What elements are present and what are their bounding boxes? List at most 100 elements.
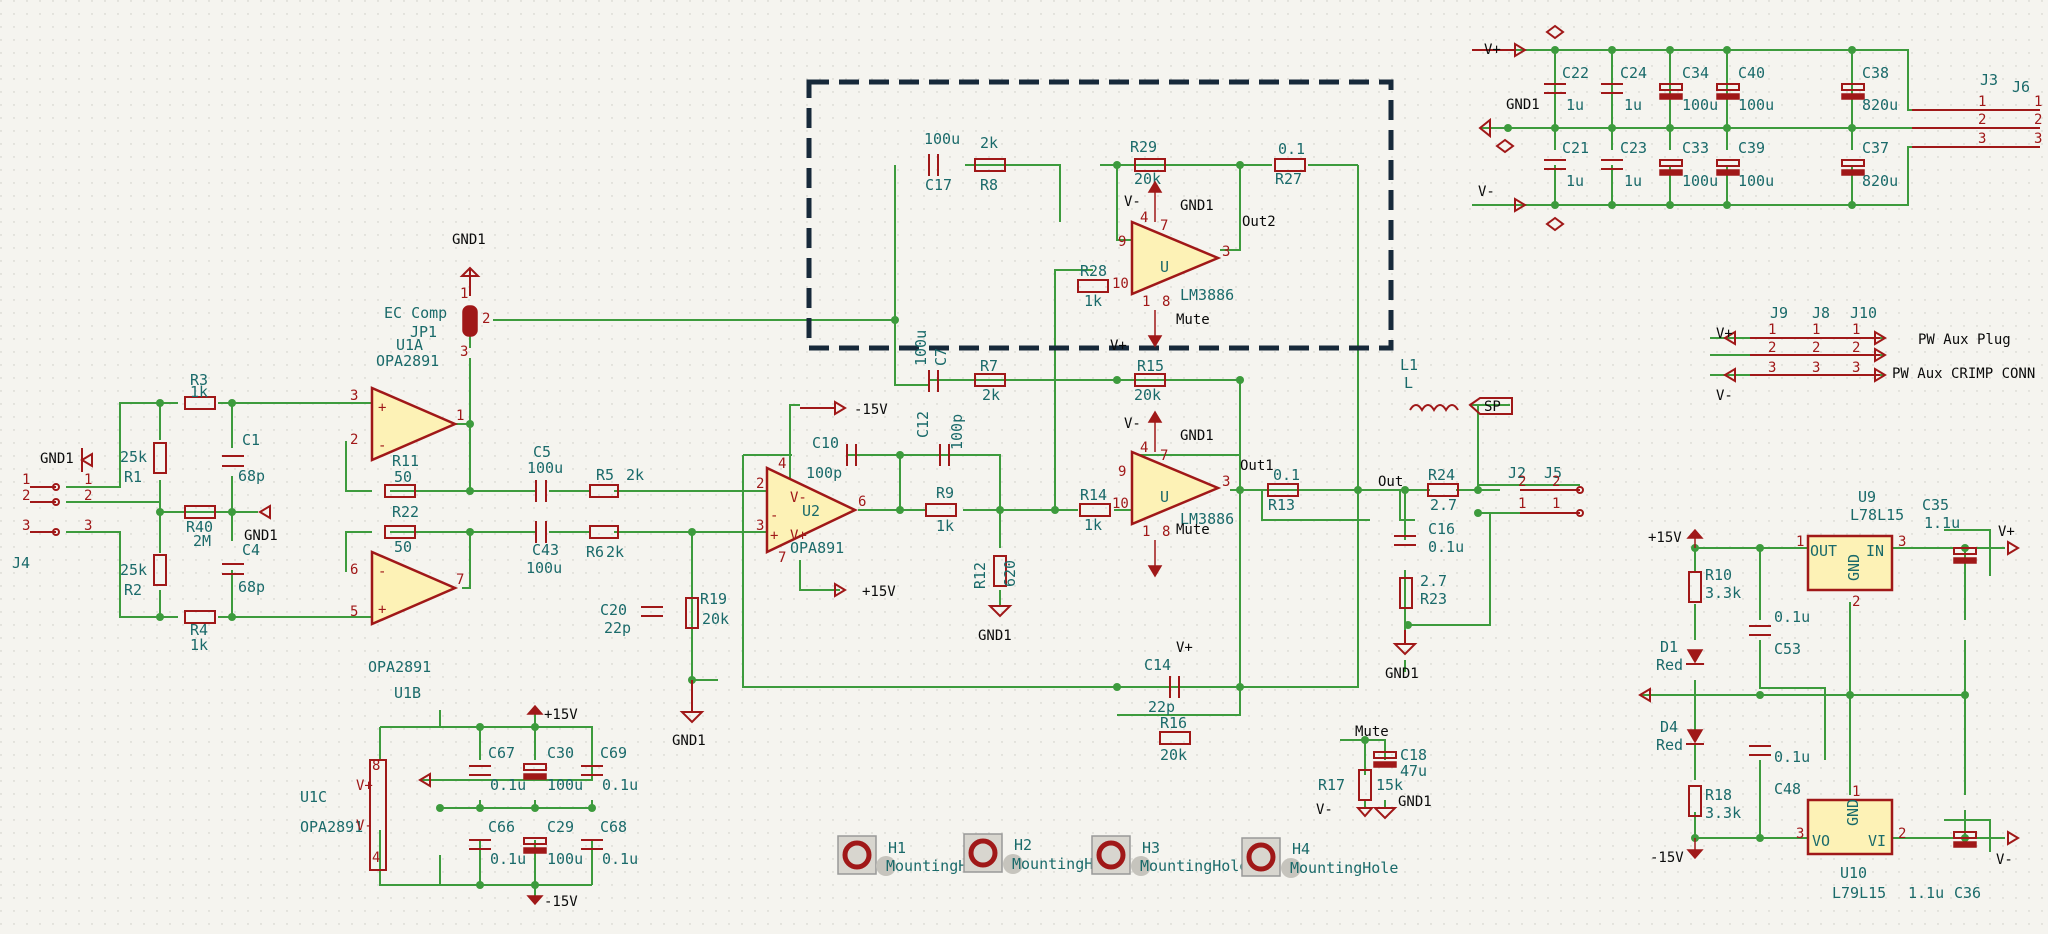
capacitors[interactable] bbox=[222, 83, 1771, 850]
resistor-r12[interactable]: R12 620 bbox=[971, 555, 1019, 589]
capacitor-c12[interactable] bbox=[939, 444, 950, 466]
capacitor-c30[interactable] bbox=[523, 763, 547, 780]
capacitor-c17[interactable] bbox=[928, 154, 939, 176]
ground-icon bbox=[418, 772, 431, 788]
capacitor-c40[interactable] bbox=[1716, 83, 1740, 100]
capacitor-c37[interactable] bbox=[1841, 159, 1865, 176]
inductor-l1[interactable]: L1L SP bbox=[1400, 356, 1513, 415]
svg-text:C37: C37 bbox=[1862, 139, 1889, 157]
capacitor-c23[interactable] bbox=[1601, 159, 1623, 170]
svg-text:820u: 820u bbox=[1862, 96, 1898, 114]
svg-text:1k: 1k bbox=[190, 636, 208, 654]
capacitor-c36[interactable] bbox=[1953, 831, 1977, 848]
capacitor-c5[interactable] bbox=[535, 480, 547, 502]
svg-text:V-: V- bbox=[1124, 416, 1141, 432]
capacitor-c67[interactable] bbox=[469, 765, 491, 776]
svg-text:+15V: +15V bbox=[1648, 530, 1682, 546]
svg-text:R22: R22 bbox=[392, 503, 419, 521]
capacitor-c22[interactable] bbox=[1544, 83, 1566, 94]
capacitor-c4[interactable] bbox=[222, 563, 244, 575]
svg-text:C5: C5 bbox=[533, 443, 551, 461]
capacitor-c7[interactable] bbox=[928, 370, 939, 392]
capacitor-c68[interactable] bbox=[581, 839, 603, 850]
capacitor-c48[interactable] bbox=[1749, 745, 1771, 756]
capacitor-c1[interactable] bbox=[222, 455, 244, 467]
connector-j4[interactable]: 12 3 12 3 J4 bbox=[12, 472, 92, 572]
capacitor-c18[interactable] bbox=[1373, 751, 1397, 768]
capacitor-c29[interactable] bbox=[523, 837, 547, 854]
polarized-capacitors[interactable] bbox=[523, 83, 1977, 854]
capacitor-c20[interactable] bbox=[641, 606, 663, 617]
svg-text:R5: R5 bbox=[596, 466, 614, 484]
capacitor-c35[interactable] bbox=[1953, 547, 1977, 564]
capacitor-c66[interactable] bbox=[469, 839, 491, 850]
capacitor-c10[interactable] bbox=[846, 444, 857, 466]
svg-text:3: 3 bbox=[1768, 360, 1776, 376]
svg-text:J3: J3 bbox=[1980, 71, 1998, 89]
svg-text:Out2: Out2 bbox=[1242, 214, 1276, 230]
capacitor-c21[interactable] bbox=[1544, 159, 1566, 170]
svg-text:3: 3 bbox=[1812, 360, 1820, 376]
capacitor-c43[interactable] bbox=[535, 521, 547, 543]
capacitor-c34[interactable] bbox=[1659, 83, 1683, 100]
power-arrow-icon bbox=[1686, 838, 1704, 860]
selection-highlight-box[interactable] bbox=[806, 79, 1394, 351]
svg-text:2: 2 bbox=[2034, 112, 2042, 128]
capacitor-c14[interactable] bbox=[1169, 676, 1180, 698]
svg-text:C14: C14 bbox=[1144, 656, 1171, 674]
capacitor-c16[interactable] bbox=[1394, 535, 1416, 546]
capacitor-c69[interactable] bbox=[581, 765, 603, 776]
capacitor-c38[interactable] bbox=[1841, 83, 1865, 100]
capacitor-c33[interactable] bbox=[1659, 159, 1683, 176]
svg-text:R19: R19 bbox=[700, 590, 727, 608]
capacitor-c53[interactable] bbox=[1749, 625, 1771, 636]
capacitor-c39[interactable] bbox=[1716, 159, 1740, 176]
svg-text:C48: C48 bbox=[1774, 780, 1801, 798]
capacitor-c24[interactable] bbox=[1601, 83, 1623, 94]
svg-text:-: - bbox=[378, 438, 386, 454]
